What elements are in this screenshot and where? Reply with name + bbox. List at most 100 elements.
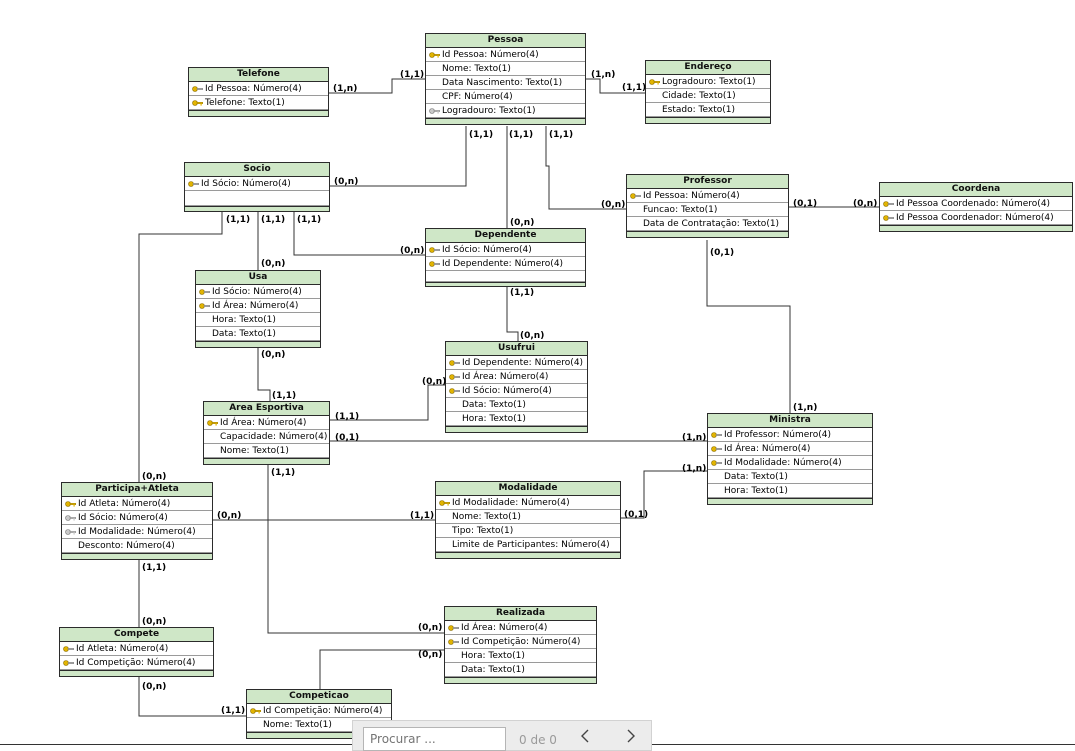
entity-modalidade[interactable]: Modalidade Id Modalidade: Número(4) Nome… — [435, 481, 621, 559]
cardinality-label: (1,1) — [335, 412, 360, 422]
composite-key-icon — [711, 446, 722, 452]
entity-footer — [185, 206, 329, 211]
entity-realizada-field: Data: Texto(1) — [445, 663, 596, 677]
composite-key-icon — [630, 193, 641, 199]
entity-pessoa-field: Logradouro: Texto(1) — [426, 104, 585, 118]
entity-footer — [426, 282, 585, 286]
composite-key-icon — [711, 460, 722, 466]
entity-dependente[interactable]: Dependente Id Sócio: Número(4) Id Depend… — [425, 228, 586, 287]
entity-usufrui-field: Id Dependente: Número(4) — [446, 356, 587, 370]
field-label: Id Pessoa: Número(4) — [205, 84, 302, 94]
entity-compete-title: Compete — [60, 628, 213, 642]
cardinality-label: (1,1) — [410, 511, 435, 521]
entity-realizada-field: Hora: Texto(1) — [445, 649, 596, 663]
entity-endereco-field: Cidade: Texto(1) — [646, 89, 770, 103]
link-dependente-usufrui — [506, 284, 519, 341]
entity-area-esportiva-field: Nome: Texto(1) — [204, 444, 329, 458]
entity-footer — [196, 341, 320, 347]
entity-footer — [204, 458, 329, 464]
field-label: Hora: Texto(1) — [462, 414, 526, 424]
field-label: Tipo: Texto(1) — [452, 526, 514, 536]
entity-realizada[interactable]: Realizada Id Área: Número(4) Id Competiç… — [444, 606, 597, 684]
entity-dependente-field: Id Dependente: Número(4) — [426, 257, 585, 271]
composite-key-icon — [429, 247, 440, 253]
composite-key-icon — [63, 646, 74, 652]
entity-usa[interactable]: Usa Id Sócio: Número(4) Id Área: Número(… — [195, 270, 321, 348]
entity-realizada-title: Realizada — [445, 607, 596, 621]
entity-pessoa[interactable]: Pessoa Id Pessoa: Número(4) Nome: Texto(… — [425, 33, 586, 125]
entity-participa-atleta-field: Desconto: Número(4) — [62, 539, 212, 553]
link-pessoa-professor — [545, 126, 626, 210]
cardinality-label: (0,n) — [261, 259, 286, 269]
search-input[interactable] — [363, 727, 506, 751]
field-label: Data: Texto(1) — [461, 665, 525, 675]
field-label: Nome: Texto(1) — [263, 720, 332, 730]
entity-participa-atleta[interactable]: Participa+Atleta Id Atleta: Número(4) Id… — [61, 482, 213, 560]
cardinality-label: (1,1) — [142, 563, 167, 573]
entity-professor[interactable]: Professor Id Pessoa: Número(4) Funcao: T… — [626, 174, 789, 238]
field-label: Id Sócio: Número(4) — [78, 513, 168, 523]
entity-footer — [445, 677, 596, 683]
composite-key-icon — [449, 374, 460, 380]
field-label: Id Área: Número(4) — [462, 372, 549, 382]
entity-endereco-title: Endereço — [646, 61, 770, 75]
field-label: Id Modalidade: Número(4) — [724, 458, 842, 468]
primary-key-icon — [207, 420, 218, 426]
entity-usufrui-field: Data: Texto(1) — [446, 398, 587, 412]
entity-socio-title: Socio — [185, 163, 329, 177]
chevron-right-icon[interactable] — [625, 729, 637, 747]
cardinality-label: (0,1) — [793, 199, 818, 209]
entity-ministra-field: Data: Texto(1) — [708, 470, 872, 484]
entity-footer — [436, 552, 620, 558]
link-modalidade-ministra — [620, 470, 707, 519]
entity-socio[interactable]: Socio Id Sócio: Número(4) — [184, 162, 330, 212]
field-label: Nome: Texto(1) — [452, 512, 521, 522]
field-label: Id Área: Número(4) — [461, 623, 548, 633]
entity-ministra-field: Hora: Texto(1) — [708, 484, 872, 498]
field-label: Hora: Texto(1) — [461, 651, 525, 661]
field-label: Id Modalidade: Número(4) — [78, 527, 196, 537]
cardinality-label: (1,n) — [793, 403, 818, 413]
entity-usufrui[interactable]: Usufrui Id Dependente: Número(4) Id Área… — [445, 341, 588, 433]
entity-endereco[interactable]: Endereço Logradouro: Texto(1) Cidade: Te… — [645, 60, 771, 124]
entity-empty-row — [185, 191, 329, 206]
entity-telefone[interactable]: Telefone Id Pessoa: Número(4) Telefone: … — [188, 67, 329, 117]
field-label: Id Sócio: Número(4) — [201, 179, 291, 189]
field-label: CPF: Número(4) — [442, 92, 513, 102]
entity-usa-title: Usa — [196, 271, 320, 285]
entity-area-esportiva-title: Area Esportiva — [204, 402, 329, 416]
entity-coordena-field: Id Pessoa Coordenador: Número(4) — [880, 211, 1072, 225]
entity-coordena[interactable]: Coordena Id Pessoa Coordenado: Número(4)… — [879, 182, 1073, 232]
field-label: Id Área: Número(4) — [220, 418, 307, 428]
entity-modalidade-field: Tipo: Texto(1) — [436, 524, 620, 538]
field-label: Logradouro: Texto(1) — [442, 106, 536, 116]
entity-coordena-title: Coordena — [880, 183, 1072, 197]
entity-ministra[interactable]: Ministra Id Professor: Número(4) Id Área… — [707, 413, 873, 505]
entity-ministra-field: Id Professor: Número(4) — [708, 428, 872, 442]
entity-footer — [627, 231, 788, 237]
cardinality-label: (0,n) — [261, 350, 286, 360]
foreign-key-icon — [65, 515, 76, 521]
entity-compete[interactable]: Compete Id Atleta: Número(4) Id Competiç… — [59, 627, 214, 677]
foreign-key-icon — [65, 529, 76, 535]
composite-key-icon — [192, 86, 203, 92]
composite-key-icon — [883, 201, 894, 207]
entity-usa-field: Data: Texto(1) — [196, 327, 320, 341]
field-label: Id Área: Número(4) — [212, 301, 299, 311]
cardinality-label: (1,1) — [509, 130, 534, 140]
primary-key-icon — [65, 501, 76, 507]
entity-modalidade-field: Limite de Participantes: Número(4) — [436, 538, 620, 552]
field-label: Desconto: Número(4) — [78, 541, 175, 551]
primary-key-icon — [649, 79, 660, 85]
primary-key-icon — [250, 708, 261, 714]
chevron-left-icon[interactable] — [579, 729, 591, 747]
entity-participa-atleta-field: Id Sócio: Número(4) — [62, 511, 212, 525]
link-usa-area — [257, 346, 271, 401]
entity-usufrui-title: Usufrui — [446, 342, 587, 356]
composite-key-icon — [199, 303, 210, 309]
link-pessoa-endereco — [585, 78, 645, 94]
entity-socio-field: Id Sócio: Número(4) — [185, 177, 329, 191]
entity-area-esportiva[interactable]: Area Esportiva Id Área: Número(4) Capaci… — [203, 401, 330, 465]
cardinality-label: (0,1) — [710, 248, 735, 258]
